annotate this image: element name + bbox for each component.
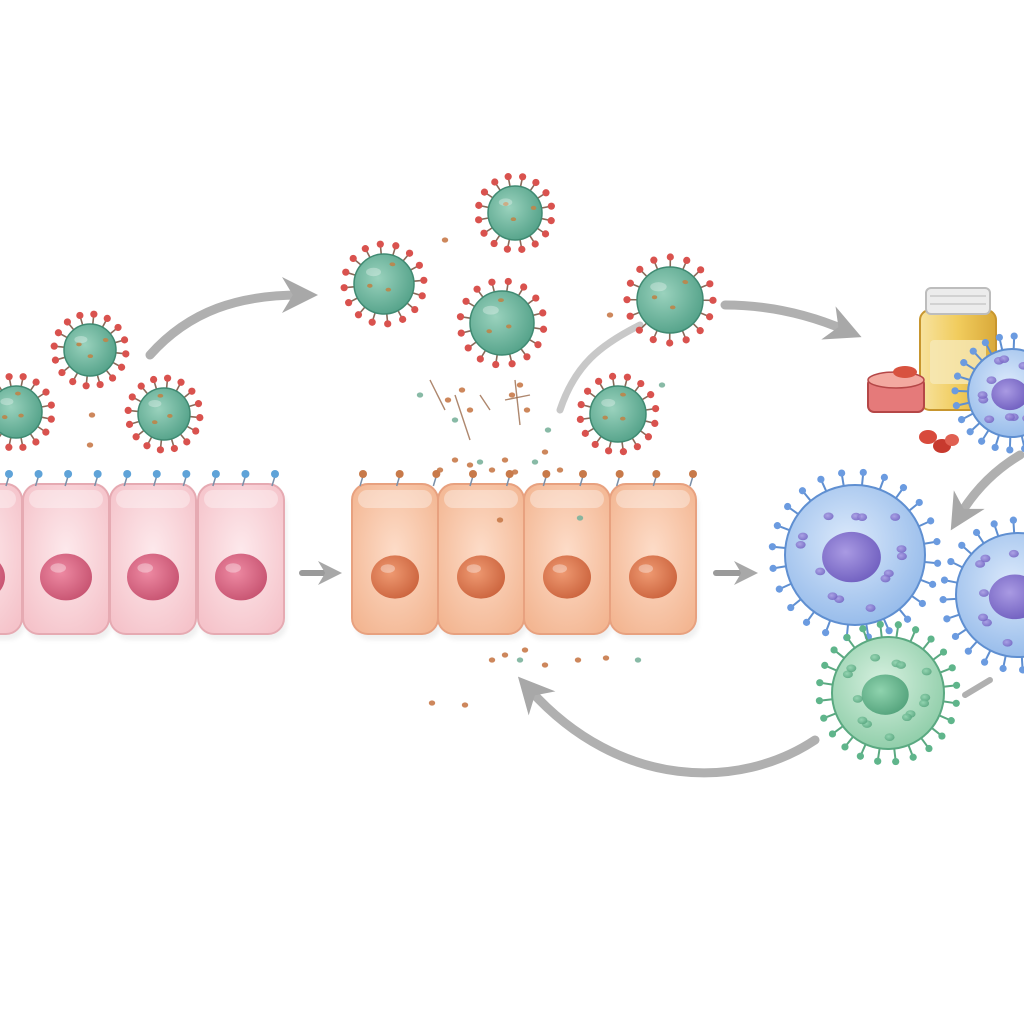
debris-particle: [541, 449, 549, 455]
epithelial-cell-icon: [22, 483, 112, 640]
debris-particle: [516, 382, 524, 388]
receptor: [689, 470, 697, 478]
virus-icon: [50, 310, 130, 390]
virus-icon: [475, 173, 555, 253]
debris-particle: [416, 392, 424, 398]
receptor: [652, 470, 661, 478]
receptor: [123, 470, 132, 478]
immune-cell-icon: [815, 620, 961, 766]
debris-particle: [444, 397, 452, 403]
receptor: [241, 470, 250, 478]
debris-particle: [658, 382, 666, 388]
debris-particle: [516, 657, 524, 663]
healthy-epithelium: [0, 470, 287, 640]
receptor: [93, 470, 102, 478]
nucleus: [127, 553, 179, 601]
debris-particle: [634, 657, 642, 663]
receptor: [152, 470, 161, 478]
virus-icon: [623, 253, 717, 347]
immune-cell-icon: [951, 332, 1024, 454]
debris-particle: [523, 407, 531, 413]
receptor: [615, 470, 624, 478]
arrow-icon: [720, 300, 862, 340]
infected-epithelium: [351, 470, 699, 640]
process-arrows: [145, 277, 1024, 778]
virus-layer: [0, 173, 717, 456]
debris-particle: [476, 459, 484, 465]
debris-particle: [531, 459, 539, 465]
receptor: [271, 470, 279, 478]
pills-icon: [867, 366, 959, 453]
nucleus: [40, 553, 92, 601]
receptor: [34, 470, 43, 478]
receptor: [359, 470, 367, 478]
nucleus: [543, 555, 591, 599]
debris-particle: [441, 237, 449, 243]
debris-particle: [501, 457, 509, 463]
nucleus: [629, 555, 677, 599]
epithelial-cell-icon: [351, 483, 441, 640]
epithelial-cell-icon: [0, 483, 25, 640]
debris-layer: [86, 237, 666, 708]
virus-icon: [456, 277, 548, 369]
debris-particle: [576, 515, 584, 521]
nucleus: [371, 555, 419, 599]
receptor: [64, 470, 73, 478]
debris-particle: [556, 467, 564, 473]
receptor: [505, 470, 514, 478]
debris-particle: [508, 392, 516, 398]
debris-particle: [451, 417, 459, 423]
debris-particle: [88, 412, 96, 418]
debris-particle: [451, 457, 459, 463]
epithelial-cell-icon: [197, 483, 287, 640]
debris-particle: [488, 467, 496, 473]
arrow-icon: [556, 321, 644, 414]
receptor: [211, 470, 220, 478]
debris-particle: [86, 442, 94, 448]
debris-particle: [466, 407, 474, 413]
immune-cell-icon: [768, 468, 942, 642]
arrow-icon: [517, 676, 820, 778]
debris-particle: [544, 427, 552, 433]
debris-particle: [428, 700, 436, 706]
nucleus: [0, 563, 5, 591]
debris-particle: [541, 662, 549, 668]
debris-particle: [458, 387, 466, 393]
debris-particle: [461, 702, 469, 708]
nucleus: [215, 553, 267, 601]
immune-cell-icon: [939, 516, 1024, 674]
immune-response: [768, 332, 1024, 766]
debris-particle: [466, 462, 474, 468]
debris-particle: [521, 647, 529, 653]
receptor: [182, 470, 191, 478]
epithelial-cell-icon: [437, 483, 527, 640]
receptor: [5, 470, 13, 478]
arrow-icon: [145, 277, 318, 360]
receptor: [542, 470, 551, 478]
virus-icon: [340, 240, 428, 328]
receptor: [469, 470, 477, 478]
debris-particle: [436, 467, 444, 473]
debris-particle: [501, 652, 509, 658]
debris-particle: [488, 657, 496, 663]
debris-particle: [496, 517, 504, 523]
epithelial-cell-icon: [609, 483, 699, 640]
virus-icon: [576, 372, 660, 456]
arrow-icon: [962, 677, 993, 698]
epithelial-cell-icon: [109, 483, 199, 640]
receptor: [579, 470, 587, 478]
debris-particle: [602, 655, 610, 661]
virus-icon: [124, 374, 204, 454]
virus-icon: [0, 373, 55, 451]
debris-particle: [606, 312, 614, 318]
receptor: [395, 470, 404, 478]
arrow-icon: [950, 450, 1024, 531]
nucleus: [457, 555, 505, 599]
epithelial-cell-icon: [523, 483, 613, 640]
debris-particle: [511, 469, 519, 475]
debris-particle: [574, 657, 582, 663]
